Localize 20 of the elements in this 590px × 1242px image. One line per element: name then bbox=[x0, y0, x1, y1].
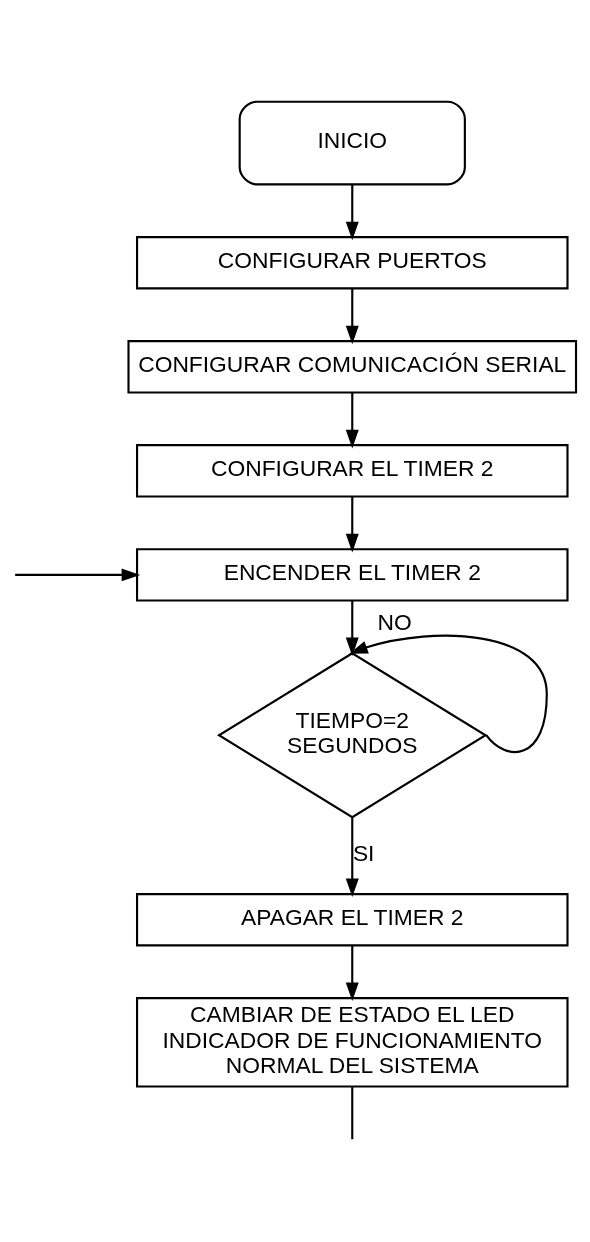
node-box: CAMBIAR DE ESTADO EL LED INDICADOR DE FUNCIONAMIENTO NORMAL DEL SISTEMA bbox=[136, 997, 569, 1088]
node-diamond: TIEMPO=2 SEGUNDOS bbox=[216, 652, 488, 819]
edge-label: NO bbox=[377, 609, 412, 636]
node-box: APAGAR EL TIMER 2 bbox=[136, 893, 569, 947]
arrow bbox=[345, 600, 359, 656]
arrow bbox=[345, 496, 359, 553]
node-box: CONFIGURAR EL TIMER 2 bbox=[136, 444, 569, 498]
connector bbox=[351, 1087, 354, 1140]
node-box: ENCENDER EL TIMER 2 bbox=[136, 548, 569, 602]
arrow bbox=[345, 288, 359, 345]
edge-label: SI bbox=[352, 840, 375, 867]
arrow bbox=[15, 568, 141, 582]
node-box: CONFIGURAR COMUNICACIÓN SERIAL bbox=[127, 340, 578, 394]
arrow bbox=[345, 817, 359, 898]
arrow bbox=[345, 946, 359, 1001]
arrow bbox=[349, 634, 548, 754]
node-box: CONFIGURAR PUERTOS bbox=[136, 236, 569, 290]
arrow bbox=[345, 392, 359, 449]
arrow bbox=[345, 184, 359, 241]
node-box: INICIO bbox=[238, 100, 466, 186]
